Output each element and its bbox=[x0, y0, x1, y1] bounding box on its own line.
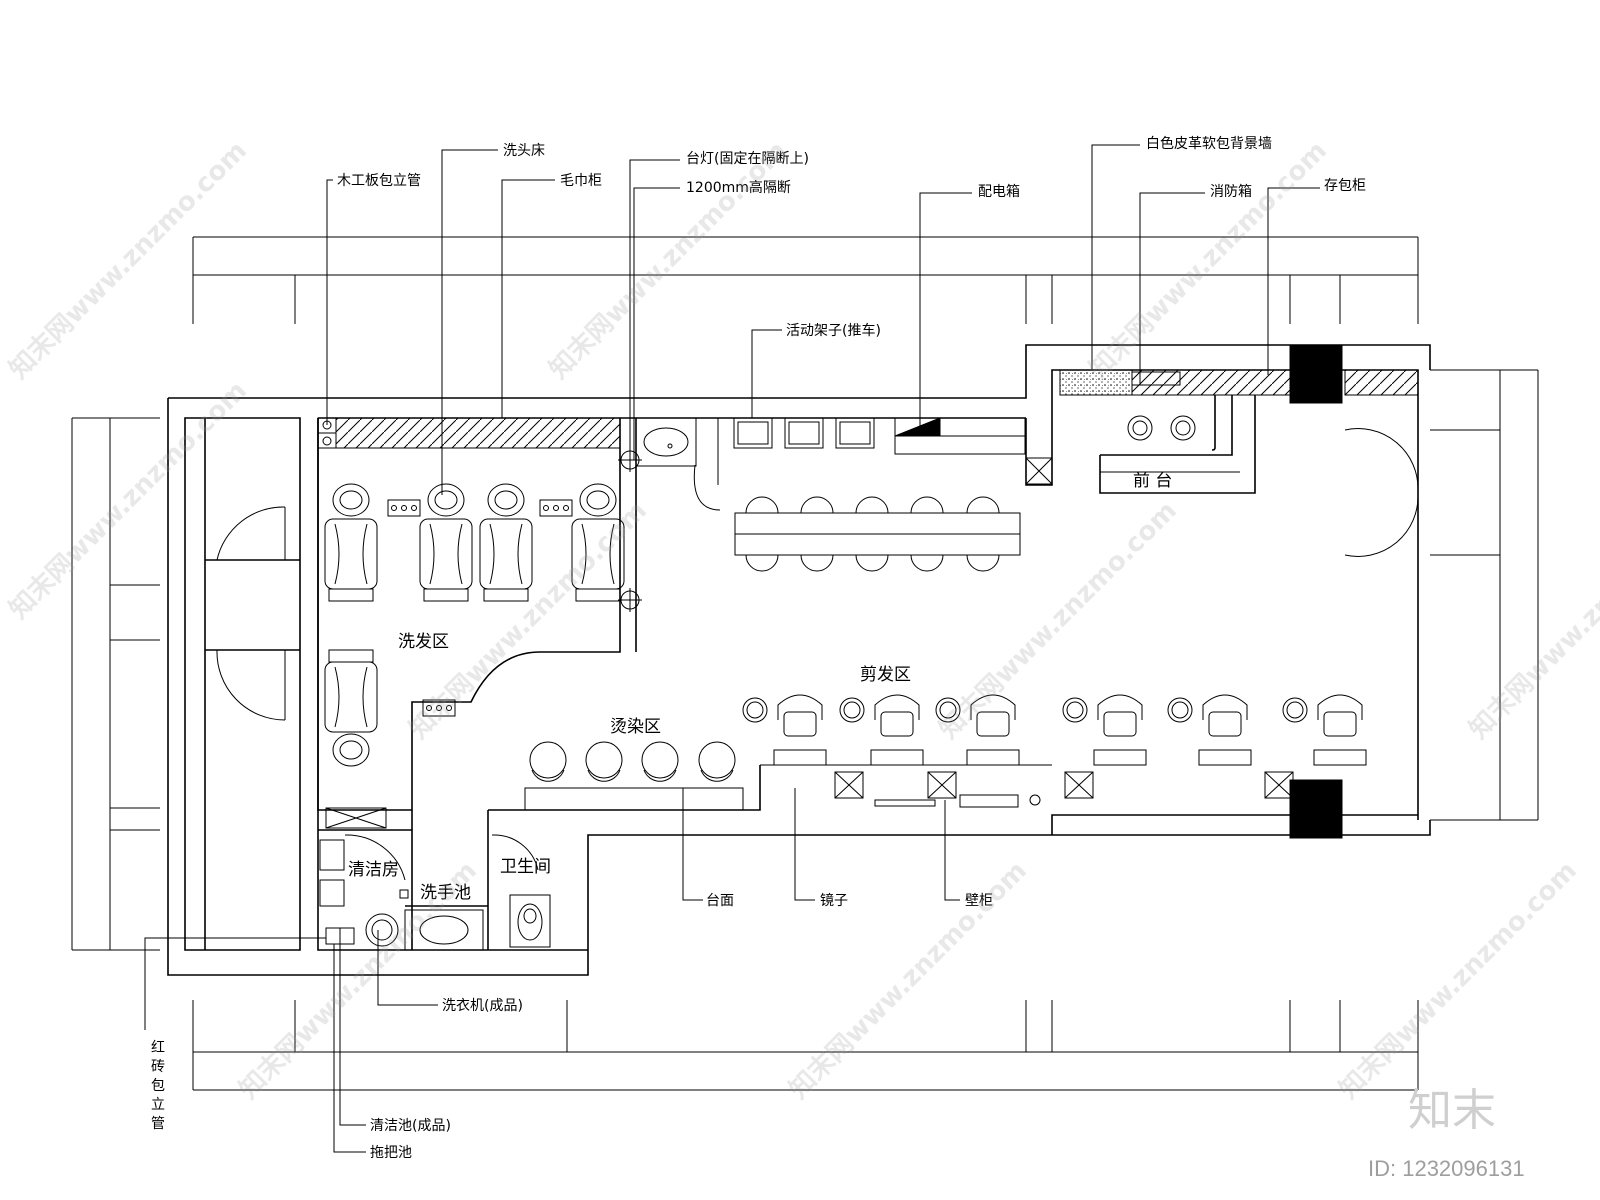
svg-text:管: 管 bbox=[151, 1116, 165, 1132]
shampoo-bed bbox=[419, 483, 473, 602]
cutting-stations bbox=[742, 694, 1367, 766]
leader-lines bbox=[144, 144, 1320, 1153]
label-counter: 台面 bbox=[706, 893, 734, 909]
svg-text:知末网www.znzmo.com: 知末网www.znzmo.com bbox=[1334, 856, 1583, 1105]
shampoo-bed bbox=[479, 483, 533, 602]
room-wash-area: 洗发区 bbox=[398, 632, 449, 652]
brand-logo: 知末 bbox=[1408, 1085, 1496, 1136]
label-partition: 1200mm高隔断 bbox=[686, 179, 791, 196]
reception-label: 前 台 bbox=[1133, 471, 1172, 491]
label-wall-cabinet: 壁柜 bbox=[965, 893, 993, 909]
label-fire-box: 消防箱 bbox=[1210, 184, 1252, 200]
room-cleaning: 清洁房 bbox=[348, 860, 399, 880]
shampoo-beds bbox=[324, 483, 625, 767]
label-mirror: 镜子 bbox=[820, 893, 848, 909]
utility-fixtures bbox=[319, 807, 551, 951]
svg-text:知末网www.znzmo.com: 知末网www.znzmo.com bbox=[234, 856, 483, 1105]
label-mop-sink: 拖把池 bbox=[370, 1145, 412, 1161]
label-clean-sink: 清洁池(成品) bbox=[370, 1118, 451, 1134]
shampoo-bed bbox=[571, 483, 625, 602]
svg-text:知末网www.znzmo.com: 知末网www.znzmo.com bbox=[1464, 496, 1600, 745]
svg-text:砖: 砖 bbox=[151, 1059, 165, 1075]
shampoo-bed bbox=[324, 649, 378, 767]
room-toilet: 卫生间 bbox=[500, 857, 551, 877]
top-right-cabinets bbox=[1059, 344, 1419, 404]
watermarks: 知末网www.znzmo.com 知末网www.znzmo.com 知末网www… bbox=[4, 136, 1600, 1181]
label-shampoo-bed: 洗头床 bbox=[503, 143, 545, 159]
room-hand-basin: 洗手池 bbox=[420, 883, 471, 903]
svg-text:知末网www.znzmo.com: 知末网www.znzmo.com bbox=[404, 496, 653, 745]
shampoo-bed bbox=[324, 483, 378, 602]
mobile-racks bbox=[733, 417, 875, 449]
distribution-box bbox=[894, 417, 1053, 485]
room-perm-area: 烫染区 bbox=[610, 717, 661, 737]
towel-cabinet-row bbox=[317, 417, 621, 449]
dimension-lines bbox=[71, 236, 1539, 1091]
label-locker: 存包柜 bbox=[1324, 178, 1366, 194]
svg-text:红: 红 bbox=[151, 1040, 165, 1056]
label-brick-pipe: 红 砖 包 立 管 bbox=[151, 1040, 165, 1132]
label-washer: 洗衣机(成品) bbox=[442, 998, 523, 1014]
label-mobile-rack: 活动架子(推车) bbox=[786, 322, 881, 339]
label-towel-cabinet: 毛巾柜 bbox=[560, 173, 602, 189]
image-id: ID: 1232096131 bbox=[1368, 1156, 1525, 1181]
label-wood-board-pipe: 木工板包立管 bbox=[337, 173, 421, 189]
label-desk-lamp: 台灯(固定在隔断上) bbox=[686, 151, 809, 167]
label-distribution-box: 配电箱 bbox=[978, 184, 1020, 200]
room-cut-area: 剪发区 bbox=[860, 665, 911, 685]
waiting-bench bbox=[734, 496, 1021, 572]
svg-text:知末网www.znzmo.com: 知末网www.znzmo.com bbox=[934, 496, 1183, 745]
annotation-labels: 木工板包立管 洗头床 毛巾柜 台灯(固定在隔断上) 1200mm高隔断 活动架子… bbox=[151, 135, 1366, 1161]
svg-text:立: 立 bbox=[151, 1097, 165, 1113]
svg-text:知末网www.znzmo.com: 知末网www.znzmo.com bbox=[4, 136, 253, 385]
reception-desk: 前 台 bbox=[1099, 395, 1256, 494]
perm-stations bbox=[524, 741, 1343, 839]
svg-text:知末网www.znzmo.com: 知末网www.znzmo.com bbox=[4, 376, 253, 625]
svg-text:包: 包 bbox=[151, 1078, 165, 1094]
label-leather-wall: 白色皮革软包背景墙 bbox=[1146, 135, 1272, 152]
